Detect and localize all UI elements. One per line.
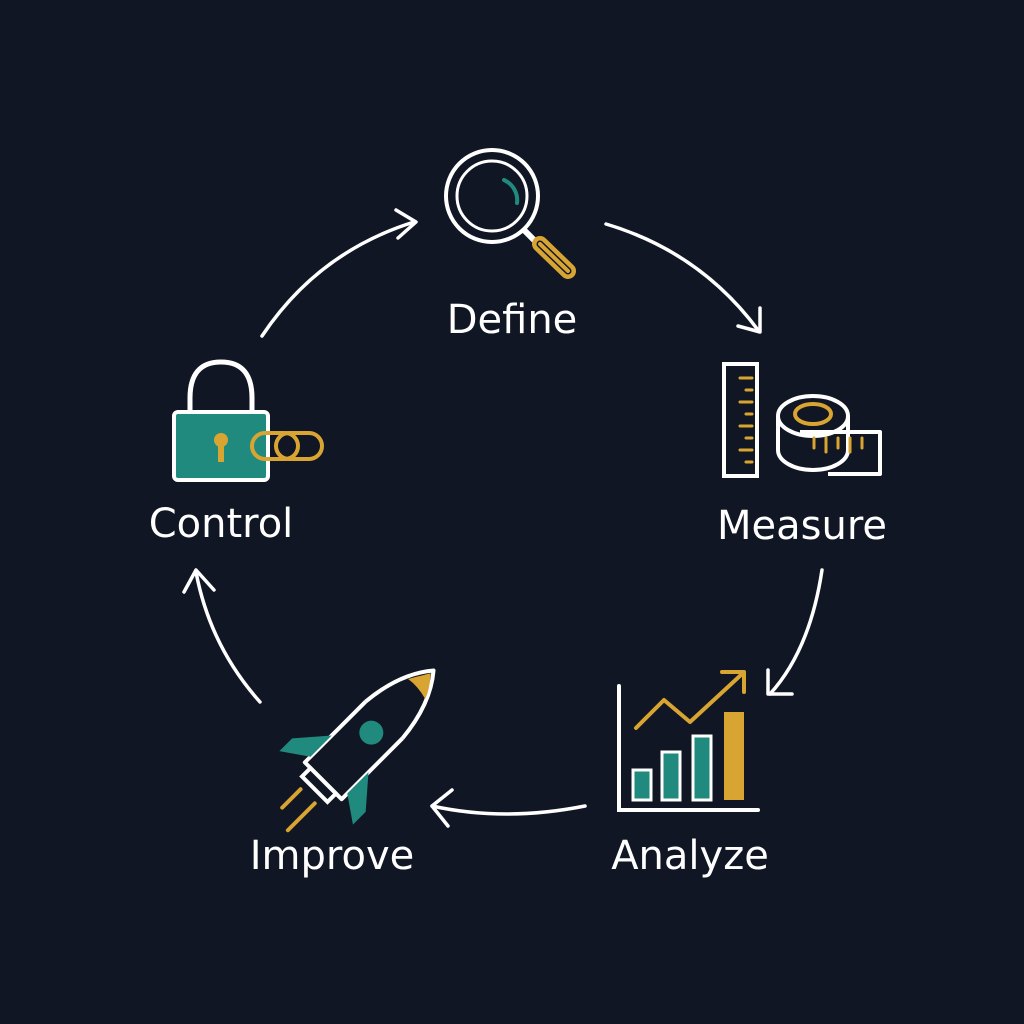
arrow-define-to-measure [604, 222, 760, 332]
arrow-control-to-define [260, 220, 416, 338]
arrow-measure-to-analyze-head [766, 668, 794, 696]
arrow-analyze-to-improve [430, 804, 587, 816]
rocket-icon [279, 668, 436, 833]
arrow-improve-to-control-head [182, 568, 216, 594]
arrow-improve-to-control [194, 570, 262, 704]
arrow-control-to-define-head [394, 208, 418, 240]
step-label-measure: Measure [717, 503, 887, 549]
arrow-measure-to-analyze [768, 568, 824, 696]
arrow-analyze-to-improve-head [430, 788, 454, 828]
cycle-arrows [182, 208, 824, 828]
magnifying-glass-icon [444, 148, 576, 279]
step-label-control: Control [148, 501, 294, 547]
padlock-chain-icon [172, 359, 324, 482]
step-label-define: Define [446, 297, 578, 343]
step-label-analyze: Analyze [611, 833, 769, 879]
ruler-and-tape-measure-icon [722, 362, 882, 478]
bar-chart-trend-icon [617, 670, 760, 812]
step-label-improve: Improve [249, 833, 415, 879]
arrow-define-to-measure-head [736, 306, 762, 334]
